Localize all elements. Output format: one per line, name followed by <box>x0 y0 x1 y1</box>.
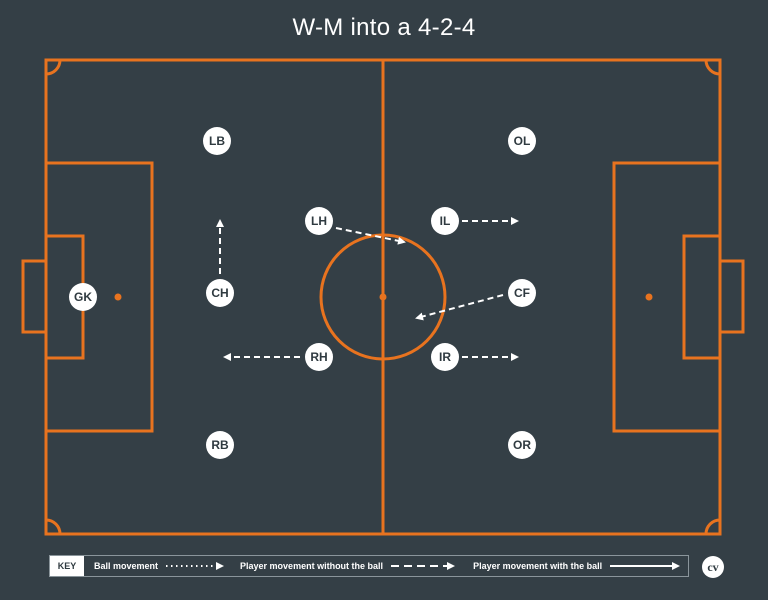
key-item-label: Player movement with the ball <box>473 561 603 571</box>
dotted-arrow-icon <box>166 562 225 570</box>
corner-arc-bottom-right <box>704 518 721 535</box>
key-item-label: Player movement without the ball <box>240 561 384 571</box>
player-marker-ol: OL <box>508 127 536 155</box>
diagram-title: W-M into a 4-2-4 <box>292 14 476 41</box>
dashed-arrow-icon <box>391 562 456 570</box>
player-marker-lb: LB <box>203 127 231 155</box>
right-goal-area <box>682 234 722 360</box>
corner-arc-top-right <box>704 59 721 76</box>
left-penalty-area <box>44 161 154 433</box>
solid-arrow-icon <box>610 562 681 570</box>
centre-spot <box>379 293 387 301</box>
right-penalty-area <box>612 161 722 433</box>
key-item-player-with-ball: Player movement with the ball <box>473 561 682 571</box>
right-goal <box>718 259 745 334</box>
corner-arc-bottom-left <box>45 518 62 535</box>
lh-run-arrow <box>335 227 406 245</box>
centre-circle <box>319 233 447 361</box>
key-item-label: Ball movement <box>94 561 159 571</box>
player-marker-gk: GK <box>69 283 97 311</box>
cf-drop-arrow <box>415 294 504 321</box>
player-marker-ch: CH <box>206 279 234 307</box>
corner-arc-top-left <box>45 59 62 76</box>
player-marker-ir: IR <box>431 343 459 371</box>
left-penalty-spot <box>114 293 122 301</box>
player-marker-or: OR <box>508 431 536 459</box>
left-goal <box>21 259 48 334</box>
right-penalty-spot <box>645 293 653 301</box>
player-marker-rh: RH <box>305 343 333 371</box>
key-label: KEY <box>50 556 84 576</box>
key-item-player-without-ball: Player movement without the ball <box>240 561 457 571</box>
player-marker-rb: RB <box>206 431 234 459</box>
cv-logo: cv <box>702 556 724 578</box>
key-item-ball-movement: Ball movement <box>94 561 226 571</box>
key-legend: KEY Ball movement Player movement withou… <box>49 555 689 577</box>
player-marker-il: IL <box>431 207 459 235</box>
player-marker-cf: CF <box>508 279 536 307</box>
player-marker-lh: LH <box>305 207 333 235</box>
